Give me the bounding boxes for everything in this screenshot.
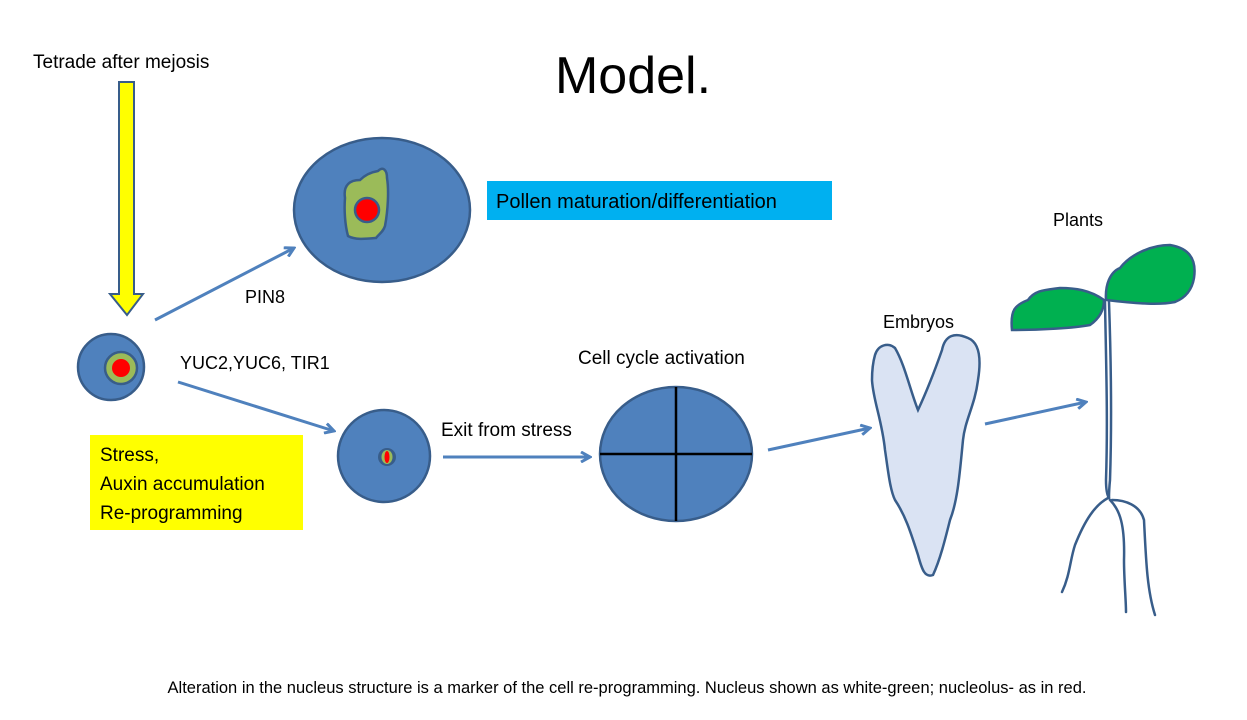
pollen-box <box>487 181 832 220</box>
embryo-shape <box>870 333 981 577</box>
arrow-to-embryo <box>767 428 870 452</box>
embryos-label: Embryos <box>883 312 954 332</box>
plants-label: Plants <box>1053 210 1103 230</box>
yuc-label: YUC2,YUC6, TIR1 <box>180 353 330 373</box>
pollen-cell <box>292 136 472 284</box>
arrow-to-plant <box>984 402 1086 426</box>
stress-line-2: Auxin accumulation <box>100 474 265 495</box>
exit-stress-label: Exit from stress <box>441 420 572 441</box>
arrow-to-pollen <box>154 248 294 322</box>
footer-note: Alteration in the nucleus structure is a… <box>168 679 1087 697</box>
tetrade-cell <box>76 332 146 402</box>
stress-line-3: Re-programming <box>100 503 243 524</box>
dividing-cell <box>598 385 754 523</box>
stress-line-1: Stress, <box>100 445 159 466</box>
stressed-cell <box>336 408 432 504</box>
cell-cycle-label: Cell cycle activation <box>578 348 745 369</box>
pollen-box-label: Pollen maturation/differentiation <box>496 191 777 213</box>
pin8-label: PIN8 <box>245 287 285 307</box>
tetrade-label: Tetrade after mejosis <box>33 52 209 73</box>
yellow-down-arrow <box>107 81 146 317</box>
plant-drawing <box>1010 243 1196 617</box>
arrow-to-stressed-cell <box>177 380 334 431</box>
stress-box <box>90 435 303 530</box>
page-title: Model. <box>555 47 711 105</box>
